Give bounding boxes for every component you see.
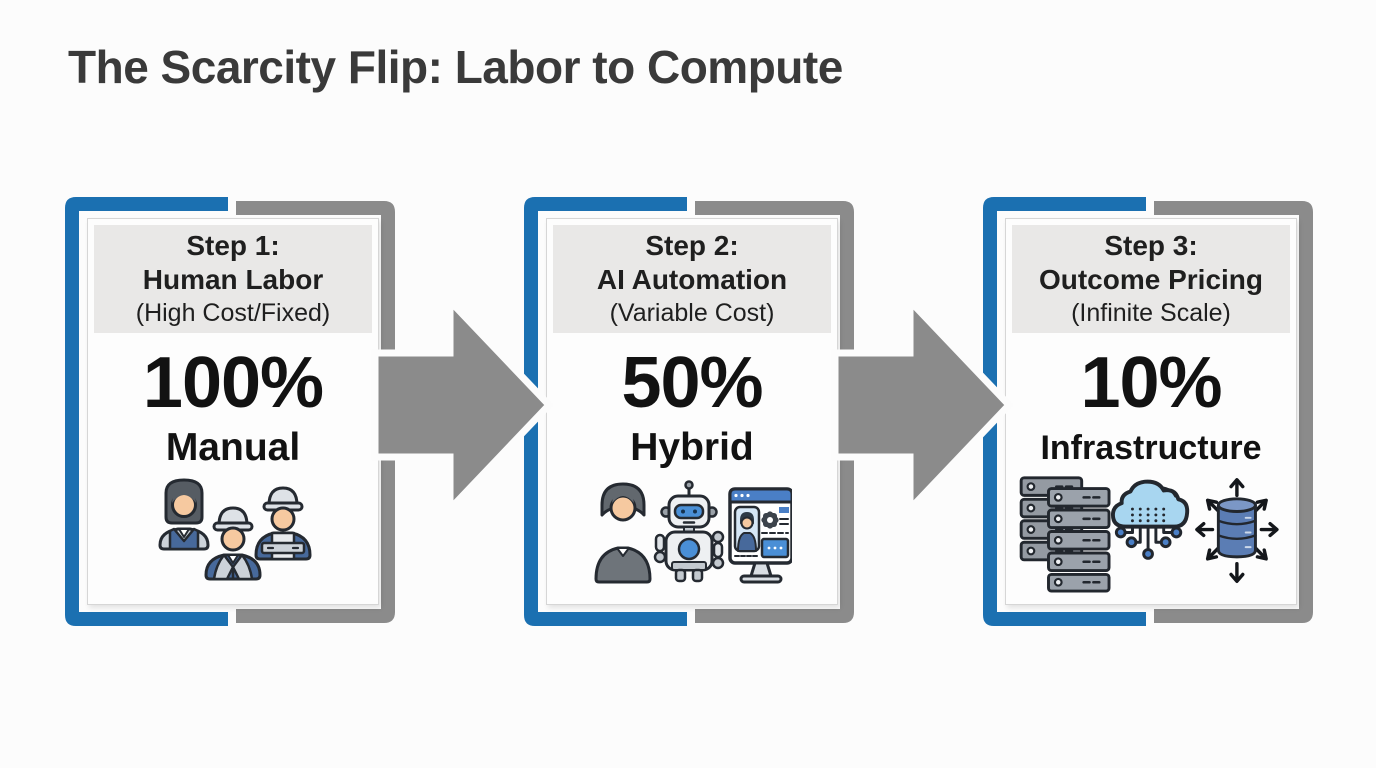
right-arrow-icon [371,292,554,518]
step-3-card: Step 3: Outcome Pricing (Infinite Scale)… [1005,218,1297,605]
step-3-header: Step 3: Outcome Pricing (Infinite Scale) [1012,225,1290,333]
step-2-card: Step 2: AI Automation (Variable Cost) 50… [546,218,838,605]
page-title: The Scarcity Flip: Labor to Compute [68,41,843,93]
step-name: Outcome Pricing [1038,264,1264,295]
cloud-network-icon [1110,479,1190,560]
robot-icon [653,480,725,583]
step-label: Step 3: [1104,230,1198,261]
step-name: Human Labor [142,264,324,295]
step-label: Step 1: [186,230,280,261]
step-2-icons [592,475,794,590]
arrow-step1-to-step2 [371,292,554,518]
step-2-header: Step 2: AI Automation (Variable Cost) [553,225,831,333]
step-1-icons [148,475,318,590]
step-value-label: Hybrid [630,426,754,469]
step-1-header: Step 1: Human Labor (High Cost/Fixed) [94,225,372,333]
step-2-box: Step 2: AI Automation (Variable Cost) 50… [524,197,854,626]
step-value: 10% [1080,343,1222,423]
step-name: AI Automation [596,264,788,295]
person-icon [594,482,652,584]
step-3-icons [1013,470,1289,598]
infrastructure-icon [1019,476,1279,593]
human-ai-icon [594,480,794,584]
step-value-label: Manual [165,426,301,469]
step-value: 50% [621,343,763,423]
step-1-box: Step 1: Human Labor (High Cost/Fixed) 10… [65,197,395,626]
construction-worker-icon [204,506,262,581]
workers-icon [158,478,312,581]
woman-worker-icon [158,478,210,551]
step-1-card: Step 1: Human Labor (High Cost/Fixed) 10… [87,218,379,605]
step-3-box: Step 3: Outcome Pricing (Infinite Scale)… [983,197,1313,626]
step-qualifier: (Infinite Scale) [1071,299,1231,327]
right-arrow-icon [831,292,1014,518]
overalls-worker-icon [254,486,312,561]
step-qualifier: (Variable Cost) [609,299,775,327]
step-value: 100% [142,343,324,423]
step-qualifier: (High Cost/Fixed) [135,299,331,327]
database-scale-out-icon [1195,478,1279,583]
step-value-label: Infrastructure [1040,429,1262,467]
dashboard-monitor-icon [728,487,794,584]
server-rack-icon [1019,476,1111,593]
arrow-step2-to-step3 [831,292,1014,518]
step-label: Step 2: [645,230,739,261]
gear-icon [761,511,779,529]
